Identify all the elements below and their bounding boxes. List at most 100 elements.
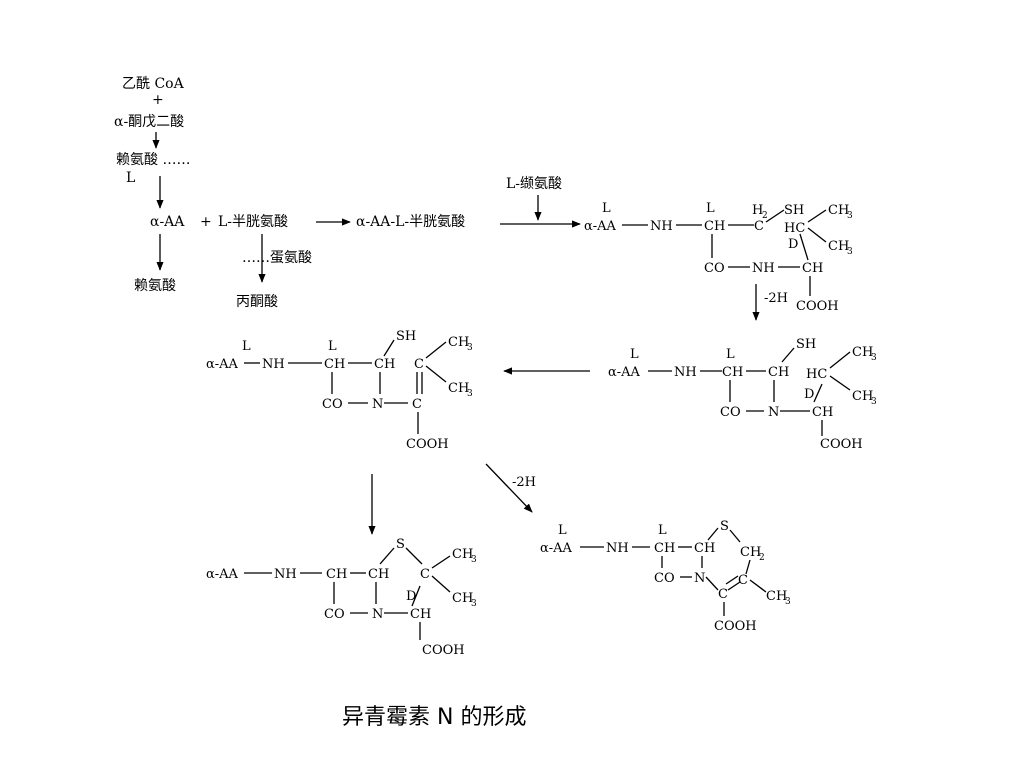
svg-text:3: 3 xyxy=(785,597,791,607)
l-label: L xyxy=(706,201,715,216)
ch3-group: CH xyxy=(766,589,787,604)
ch3-group: CH xyxy=(852,389,873,404)
l-config-label: L xyxy=(126,170,135,186)
ch-group: CH xyxy=(410,607,431,622)
sh-group: SH xyxy=(796,337,816,352)
ch3-group: CH xyxy=(448,381,469,396)
tripeptide-structure: L α-AA NH L CH C H 2 SH HC D CH 3 CH 3 C… xyxy=(584,201,853,314)
lysine-label: 赖氨酸 …… xyxy=(116,152,190,168)
lysine-2-label: 赖氨酸 xyxy=(134,278,176,294)
cysteine-label: L-半胱氨酸 xyxy=(218,214,288,230)
arrow-oxidation-2 xyxy=(485,463,533,513)
svg-text:3: 3 xyxy=(871,353,877,363)
d-label: D xyxy=(804,387,814,402)
beta-lactam-structure: L α-AA NH L CH CH SH HC CH 3 CH 3 D CO N… xyxy=(608,337,877,452)
c-group: C xyxy=(718,587,728,602)
dehydro-intermediate-structure: L α-AA NH L CH CH SH C CH 3 CH 3 CO N C … xyxy=(206,329,473,452)
ch3-group: CH xyxy=(828,203,849,218)
l-label: L xyxy=(602,201,611,216)
cephem-structure: L α-AA NH L CH CH S CH 2 C CH 3 CO N C C… xyxy=(540,519,791,634)
l-label: L xyxy=(242,339,251,354)
ch-group: CH xyxy=(654,541,675,556)
l-label: L xyxy=(658,523,667,538)
ch3-group: CH xyxy=(828,239,849,254)
n-group: N xyxy=(372,397,383,412)
n-group: N xyxy=(372,607,383,622)
dipeptide-label: α-AA-L-半胱氨酸 xyxy=(356,214,465,230)
ch-group: CH xyxy=(694,541,715,556)
figure-caption: 异青霉素 N 的形成 xyxy=(342,705,526,730)
sh-group: SH xyxy=(396,329,416,344)
ch3-group: CH xyxy=(452,591,473,606)
ch-group: CH xyxy=(374,357,395,372)
n-group: N xyxy=(768,405,779,420)
ch-group: CH xyxy=(812,405,833,420)
svg-text:3: 3 xyxy=(871,397,877,407)
c-group: C xyxy=(414,357,424,372)
cooh-group: COOH xyxy=(714,619,757,634)
ch3-group: CH xyxy=(448,335,469,350)
c-group: C xyxy=(738,573,748,588)
l-label: L xyxy=(558,523,567,538)
h2-group: H xyxy=(752,203,763,218)
s-atom: S xyxy=(720,519,729,534)
methionine-label: ……蛋氨酸 xyxy=(242,250,312,266)
l-label: L xyxy=(328,339,337,354)
co-group: CO xyxy=(704,261,725,276)
ch-group: CH xyxy=(768,365,789,380)
minus-2h-label-2: -2H xyxy=(512,475,536,490)
cooh-group: COOH xyxy=(406,437,449,452)
n-group: N xyxy=(694,571,705,586)
svg-text:2: 2 xyxy=(759,553,765,563)
alpha-aa-label: α-AA xyxy=(150,214,185,230)
ch3-group: CH xyxy=(852,345,873,360)
c-group: C xyxy=(412,397,422,412)
nh-group: NH xyxy=(606,541,629,556)
hc-group: HC xyxy=(784,221,805,236)
ch3-group: CH xyxy=(452,547,473,562)
svg-text:3: 3 xyxy=(467,389,473,399)
acetyl-coa-label: 乙酰 CoA xyxy=(122,76,185,92)
plus-sign: + xyxy=(152,92,164,108)
isopenicillin-structure: α-AA NH CH CH S C CH 3 CH 3 D CO N CH CO… xyxy=(206,537,477,658)
nh-group: NH xyxy=(752,261,775,276)
l-label: L xyxy=(726,347,735,362)
sh-group: SH xyxy=(784,203,804,218)
aa-group: α-AA xyxy=(540,541,573,556)
pyruvate-label: 丙酮酸 xyxy=(236,294,278,310)
c-group: C xyxy=(754,219,764,234)
d-label: D xyxy=(788,237,798,252)
nh-group: NH xyxy=(274,567,297,582)
s-atom: S xyxy=(396,537,405,552)
ch2-group: CH xyxy=(740,545,761,560)
ch-group: CH xyxy=(324,357,345,372)
ketoglutarate-label: α-酮戊二酸 xyxy=(114,114,184,130)
co-group: CO xyxy=(654,571,675,586)
nh-group: NH xyxy=(674,365,697,380)
svg-text:2: 2 xyxy=(762,211,768,221)
svg-text:3: 3 xyxy=(847,247,853,257)
svg-text:3: 3 xyxy=(471,555,477,565)
ch-group: CH xyxy=(326,567,347,582)
aa-group: α-AA xyxy=(206,357,239,372)
ch-group: CH xyxy=(802,261,823,276)
nh-group: NH xyxy=(650,219,673,234)
plus-sign-2: + xyxy=(200,214,212,230)
svg-text:3: 3 xyxy=(471,599,477,609)
svg-text:3: 3 xyxy=(847,211,853,221)
cooh-group: COOH xyxy=(796,299,839,314)
nh-group: NH xyxy=(262,357,285,372)
ch-group: CH xyxy=(368,567,389,582)
co-group: CO xyxy=(720,405,741,420)
minus-2h-label: -2H xyxy=(764,291,788,306)
ch-group: CH xyxy=(722,365,743,380)
aa-group: α-AA xyxy=(608,365,641,380)
valine-label: L-缬氨酸 xyxy=(506,176,562,192)
co-group: CO xyxy=(324,607,345,622)
hc-group: HC xyxy=(806,367,827,382)
aa-group: α-AA xyxy=(584,219,617,234)
svg-text:3: 3 xyxy=(467,343,473,353)
cooh-group: COOH xyxy=(422,643,465,658)
co-group: CO xyxy=(322,397,343,412)
